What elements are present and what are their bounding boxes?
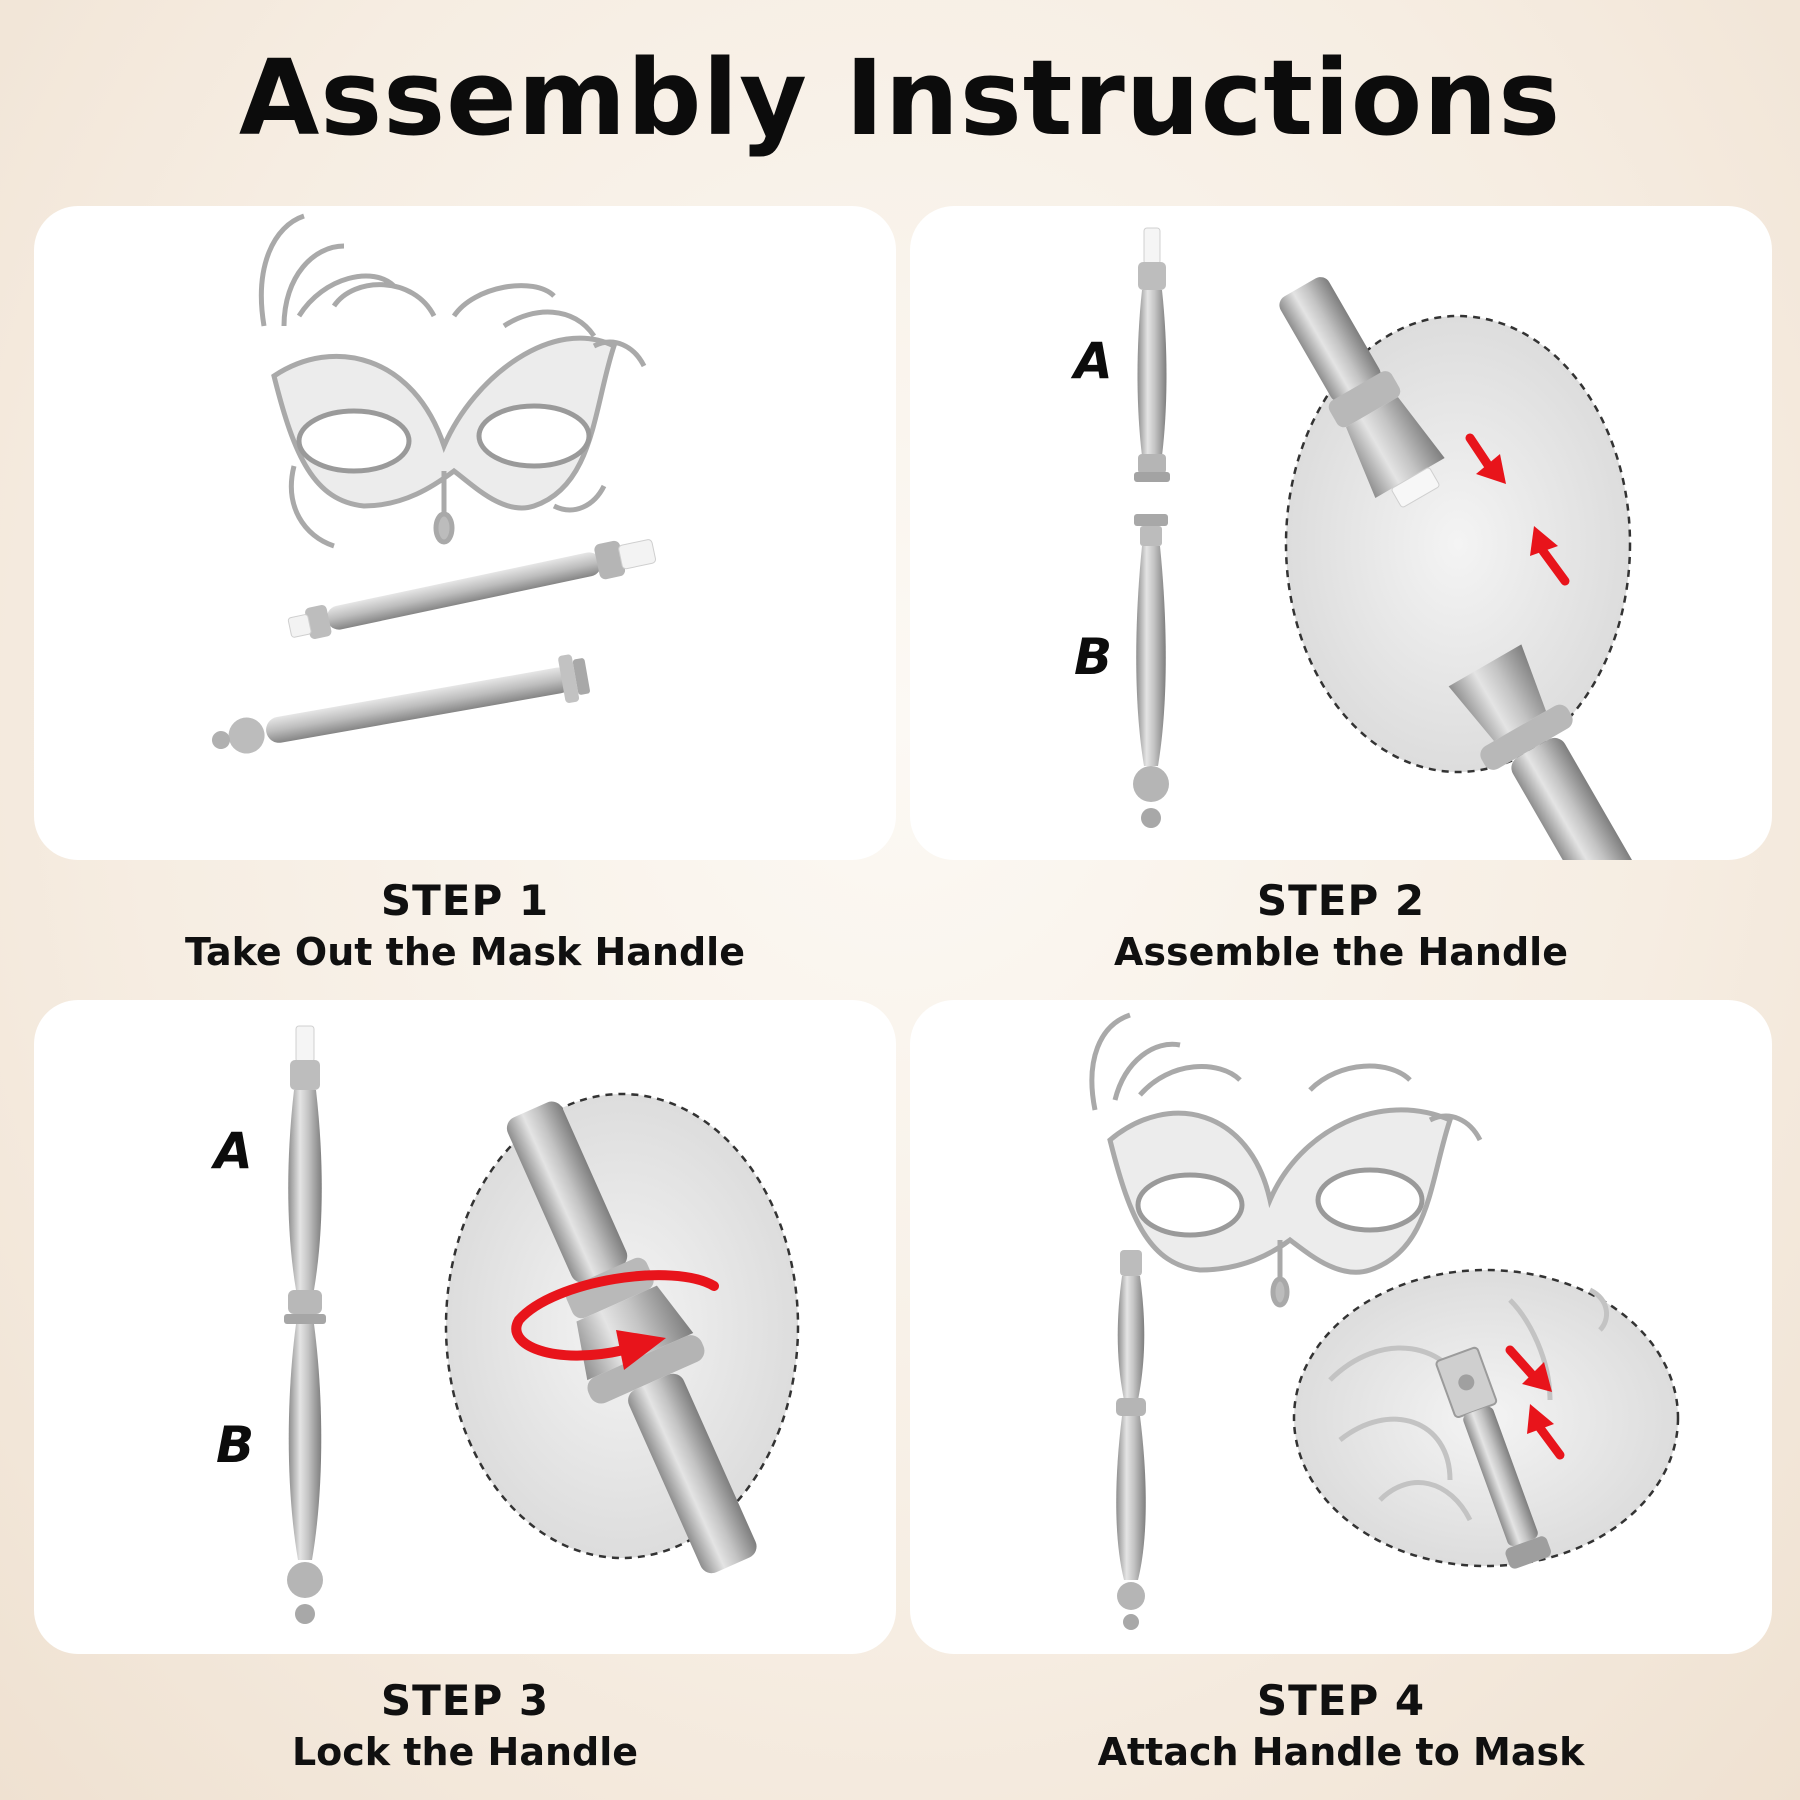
page-title: Assembly Instructions [238,37,1562,159]
step1-description: Take Out the Mask Handle [185,930,745,974]
zoom-detail [444,1092,800,1574]
step3-number: STEP 3 [380,1676,550,1725]
step4-illustration [1089,1012,1680,1630]
label-b: B [216,1416,254,1474]
zoom-detail [1279,277,1635,860]
label-b: B [1074,628,1112,686]
step2-illustration: A B [1070,227,1635,860]
red-arrow-icon [1527,1404,1565,1460]
step3-caption: STEP 3 Lock the Handle [34,1676,896,1776]
handle-part-a [1134,227,1170,482]
step2-description: Assemble the Handle [1114,930,1568,974]
rotate-arrow-icon [511,1270,719,1370]
step4-number: STEP 4 [1256,1676,1426,1725]
step4-caption: STEP 4 Attach Handle to Mask [910,1676,1772,1776]
step4-panel [910,1000,1772,1654]
handle-part-b [211,654,590,754]
assembled-handle [284,1025,326,1624]
step1-number: STEP 1 [380,876,550,925]
step4-description: Attach Handle to Mask [1097,1730,1585,1774]
handle-part-b [1133,514,1169,828]
red-arrow-icon [1530,526,1570,586]
handle-part-a [287,539,657,639]
label-a: A [210,1122,253,1180]
mask-image [258,213,647,549]
step1-panel [34,206,896,860]
step1-illustration [211,213,657,754]
label-a: A [1070,332,1113,390]
step2-caption: STEP 2 Assemble the Handle [910,876,1772,976]
step3-illustration: A B [210,1025,800,1624]
step1-caption: STEP 1 Take Out the Mask Handle [34,876,896,976]
zoom-detail [1292,1268,1680,1569]
mask-image [1089,1012,1483,1308]
step2-panel: A B [910,206,1772,860]
step2-number: STEP 2 [1256,876,1426,925]
step3-panel: A B [34,1000,896,1654]
attached-handle [1116,1250,1146,1630]
step3-description: Lock the Handle [291,1730,639,1774]
red-arrow-icon [1505,1345,1552,1392]
red-arrow-icon [1465,433,1506,484]
